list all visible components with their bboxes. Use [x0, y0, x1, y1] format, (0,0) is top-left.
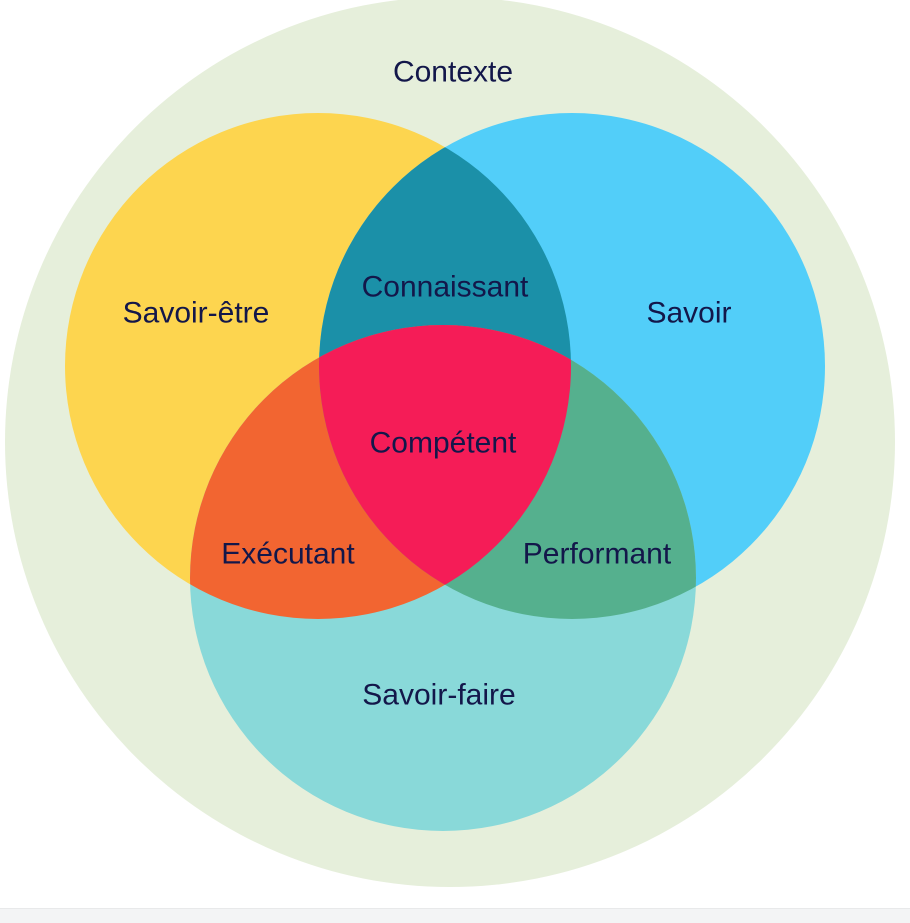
savoir-etre-label: Savoir-être — [123, 297, 270, 330]
executant-label: Exécutant — [221, 538, 355, 571]
savoir-label: Savoir — [646, 297, 731, 330]
competent-label: Compétent — [370, 427, 517, 460]
savoir-faire-label: Savoir-faire — [362, 679, 515, 712]
performant-label: Performant — [523, 538, 672, 571]
bottom-edge-strip — [0, 908, 910, 923]
connaissant-label: Connaissant — [362, 271, 529, 304]
context-label: Contexte — [393, 56, 513, 89]
